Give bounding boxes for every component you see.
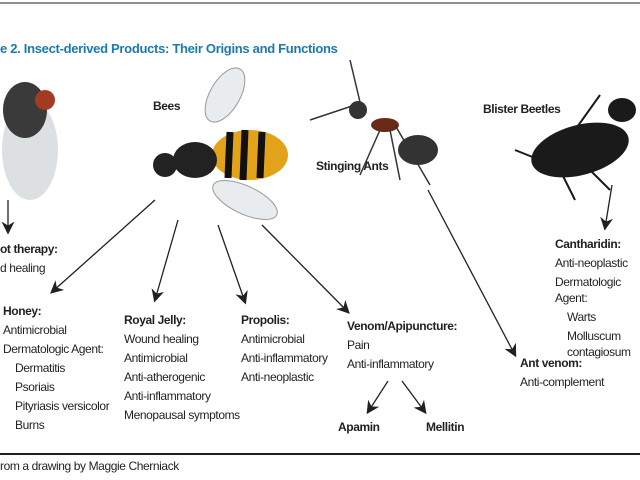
honey-subitem: Pityriasis versicolor bbox=[15, 399, 110, 413]
honey-heading: Honey: bbox=[3, 304, 42, 318]
venom-item: Pain bbox=[347, 338, 370, 352]
royal-jelly-block: Royal Jelly: Wound healing Antimicrobial… bbox=[124, 311, 240, 425]
maggot-block: ot therapy: d healing bbox=[0, 240, 58, 278]
cantharidin-subitem: Molluscum contagiosum bbox=[567, 329, 631, 359]
label-bees: Bees bbox=[153, 99, 181, 113]
royal-jelly-item: Antimicrobial bbox=[124, 351, 188, 365]
honey-subitem: Dermatitis bbox=[15, 361, 66, 375]
royal-jelly-item: Anti-atherogenic bbox=[124, 370, 205, 384]
honey-subitem: Psoriais bbox=[15, 380, 55, 394]
honey-item: Dermatologic Agent: bbox=[3, 342, 104, 356]
cantharidin-heading: Cantharidin: bbox=[555, 237, 621, 251]
propolis-item: Anti-neoplastic bbox=[241, 370, 314, 384]
royal-jelly-item: Menopausal symptoms bbox=[124, 408, 240, 422]
venom-block: Venom/Apipuncture: Pain Anti-inflammator… bbox=[347, 317, 458, 374]
apamin-label: Apamin bbox=[338, 420, 380, 434]
cantharidin-subitem: Warts bbox=[567, 310, 596, 324]
maggot-heading: ot therapy: bbox=[0, 242, 58, 256]
royal-jelly-item: Anti-inflammatory bbox=[124, 389, 211, 403]
figure-title: e 2. Insect-derived Products: Their Orig… bbox=[0, 41, 338, 56]
beetle-icon bbox=[514, 94, 636, 201]
ant-venom-block: Ant venom: Anti-complement bbox=[520, 354, 604, 392]
propolis-item: Anti-inflammatory bbox=[241, 351, 328, 365]
ant-venom-heading: Ant venom: bbox=[520, 356, 583, 370]
propolis-block: Propolis: Antimicrobial Anti-inflammator… bbox=[241, 311, 328, 387]
cantharidin-item: Dermatologic Agent: bbox=[555, 275, 621, 305]
ant-venom-item: Anti-complement bbox=[520, 375, 605, 389]
maggot-item: d healing bbox=[0, 261, 46, 275]
figure-caption: rom a drawing by Maggie Cherniack bbox=[0, 459, 179, 473]
honey-subitem: Burns bbox=[15, 418, 45, 432]
venom-item: Anti-inflammatory bbox=[347, 357, 434, 371]
honey-block: Honey: Antimicrobial Dermatologic Agent:… bbox=[3, 302, 110, 435]
cantharidin-item: Anti-neoplastic bbox=[555, 256, 628, 270]
label-blister-beetles: Blister Beetles bbox=[483, 102, 561, 116]
venom-heading: Venom/Apipuncture: bbox=[347, 319, 458, 333]
propolis-heading: Propolis: bbox=[241, 313, 290, 327]
royal-jelly-item: Wound healing bbox=[124, 332, 199, 346]
mellitin-label: Mellitin bbox=[426, 420, 465, 434]
bee-icon bbox=[153, 67, 288, 220]
cantharidin-block: Cantharidin: Anti-neoplastic Dermatologi… bbox=[555, 236, 637, 363]
propolis-item: Antimicrobial bbox=[241, 332, 305, 346]
honey-item: Antimicrobial bbox=[3, 323, 67, 337]
arrows bbox=[1, 184, 614, 415]
ant-icon bbox=[309, 59, 438, 186]
fly-icon bbox=[2, 82, 58, 200]
royal-jelly-heading: Royal Jelly: bbox=[124, 313, 186, 327]
label-stinging-ants: Stinging Ants bbox=[316, 159, 389, 173]
